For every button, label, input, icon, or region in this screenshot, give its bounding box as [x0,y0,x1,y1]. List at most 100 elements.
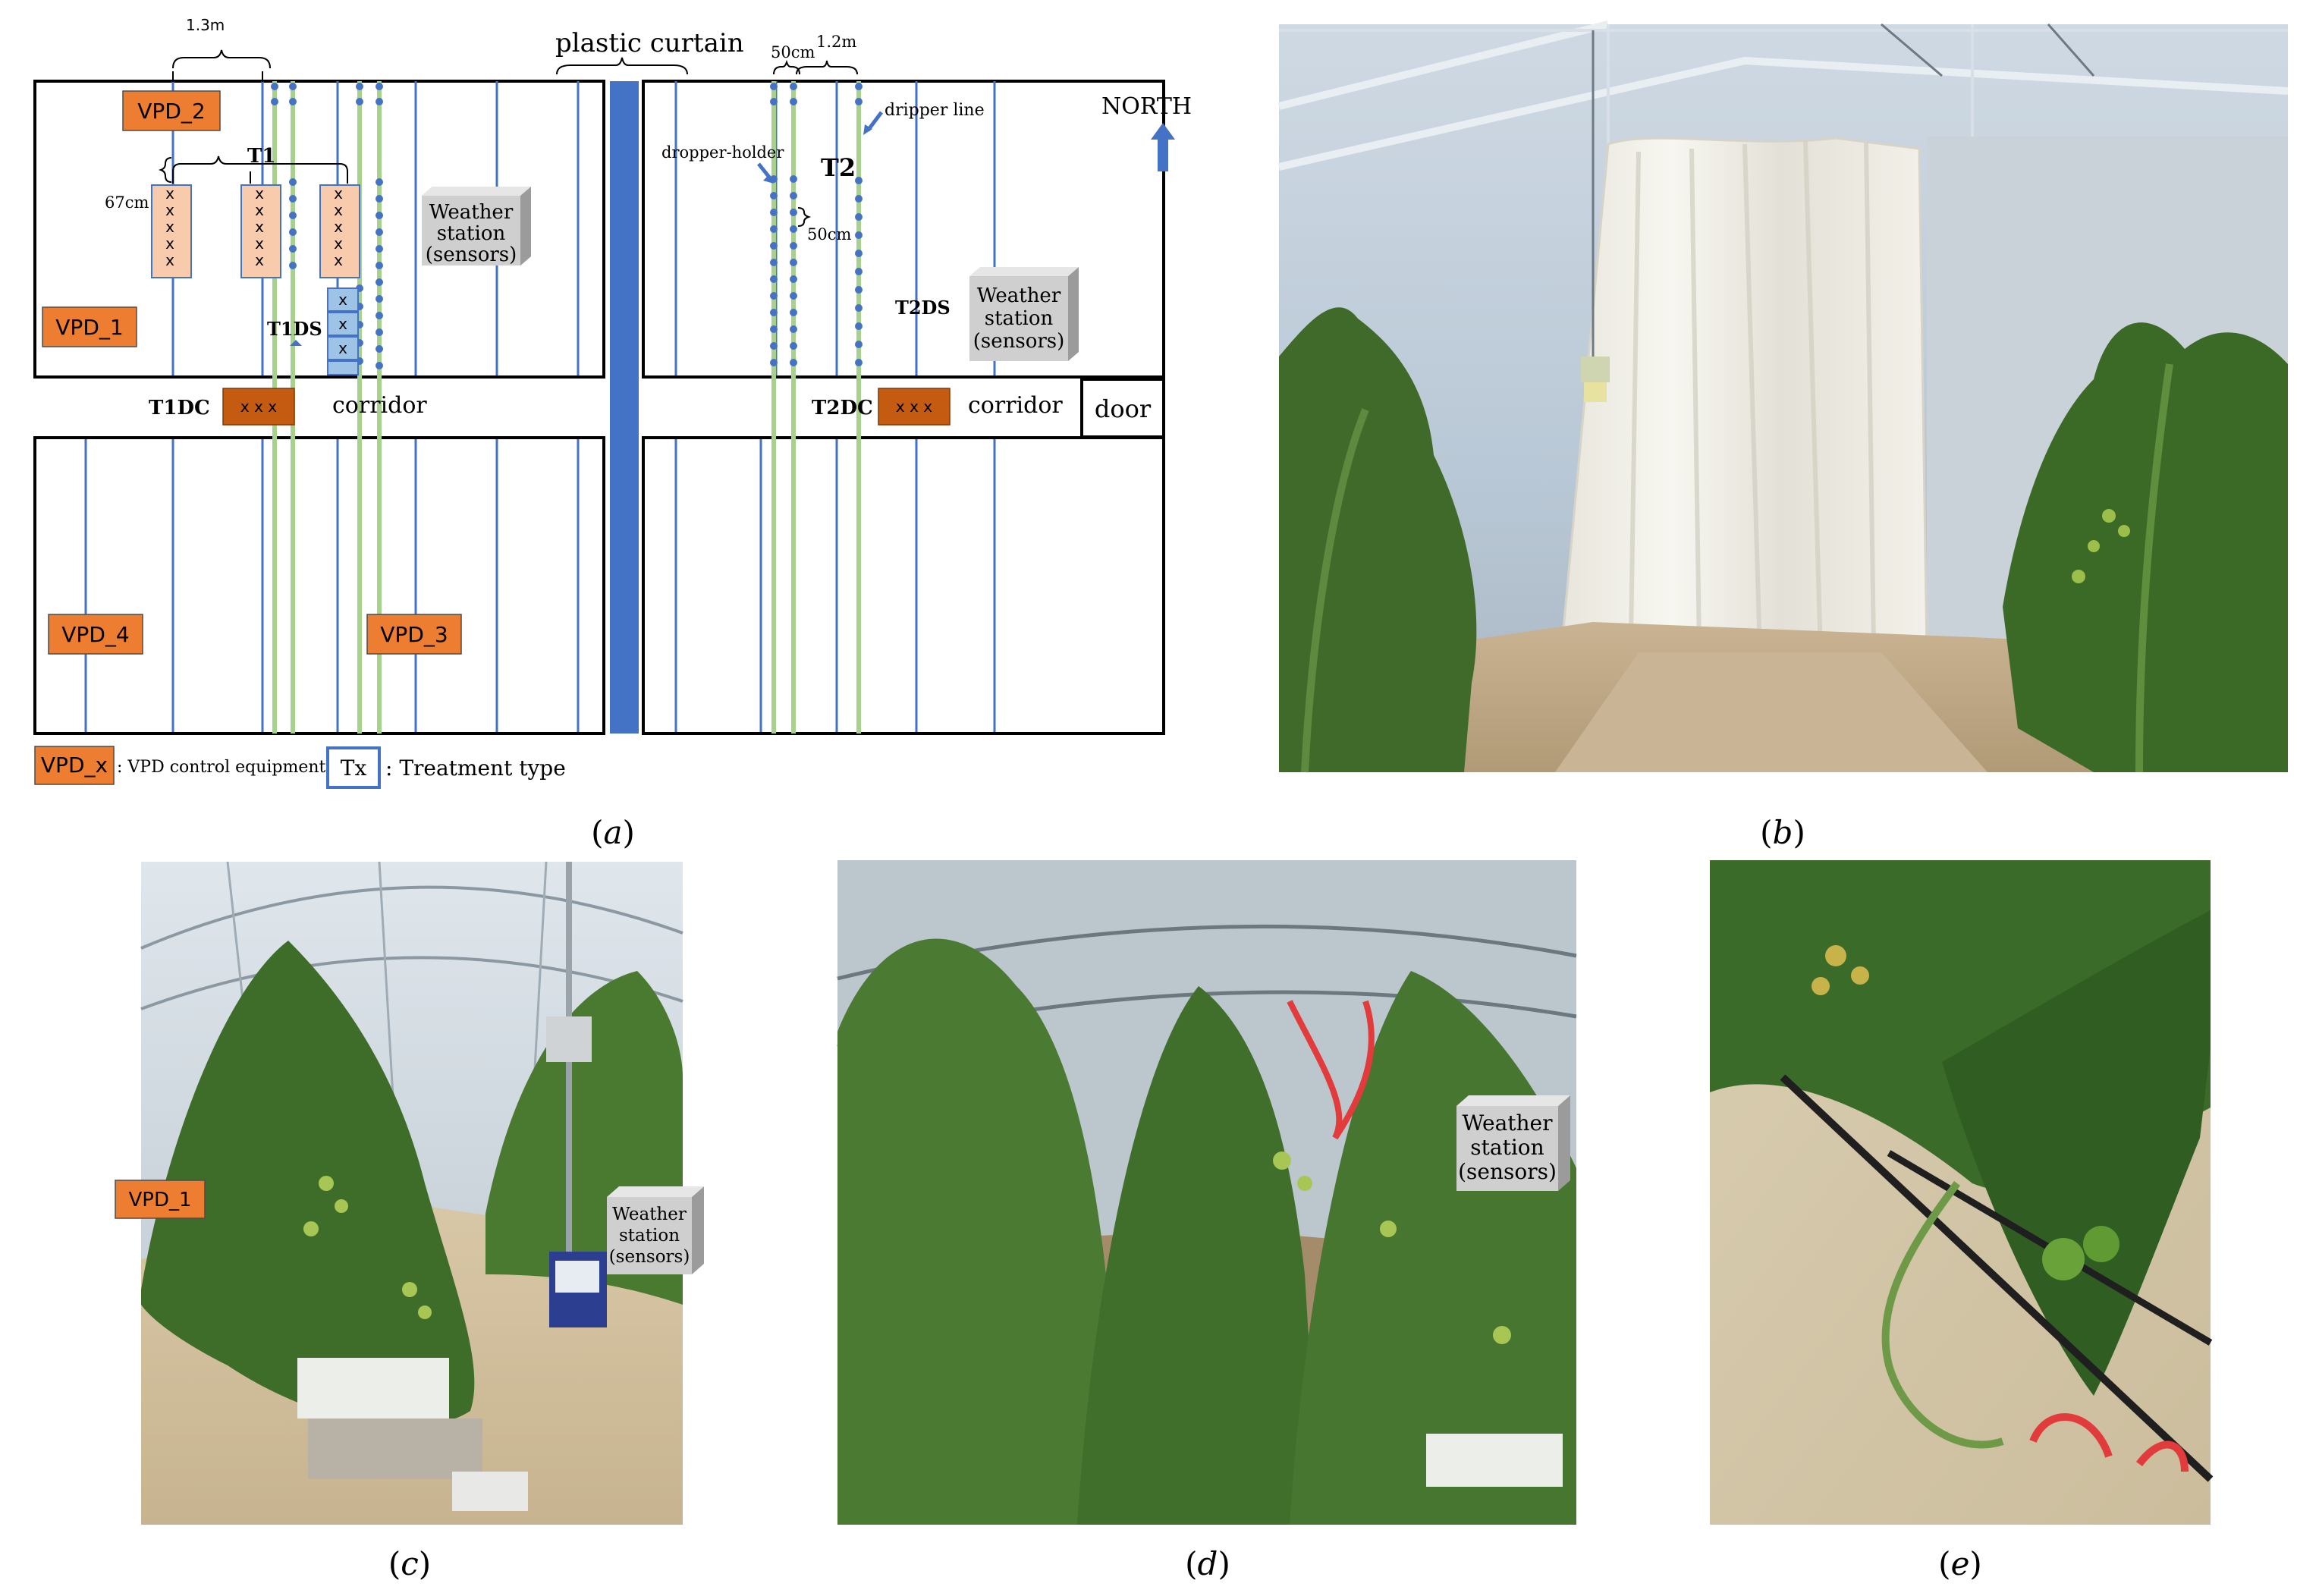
dimension-brackets [158,49,858,227]
svg-text:(sensors): (sensors) [973,330,1065,353]
vpd-3-box: VPD_3 [366,614,462,655]
svg-text:station: station [1470,1135,1544,1160]
photo-c-weather-station-label: Weather station (sensors) [607,1186,704,1274]
svg-text:Weather: Weather [612,1205,687,1224]
svg-text:x: x [334,234,343,253]
diagram-panel-a: 1.3m 50cm 1.2m plastic curtain NORTH VPD… [33,16,1192,789]
t2-label: T2 [821,153,856,182]
svg-text:x: x [255,251,264,269]
svg-text:x: x [165,251,174,269]
legend: VPD_x : VPD control equipment Tx : Treat… [34,746,566,789]
dropper-holder-dots [271,83,863,369]
svg-text:VPD_4: VPD_4 [61,622,129,647]
t1ds-x-marks: x x x [338,291,347,357]
legend-vpd-swatch [34,746,115,785]
svg-text:(sensors): (sensors) [426,243,517,266]
plastic-curtain-label: plastic curtain [555,28,744,58]
svg-text:VPD_x: VPD_x [41,752,108,778]
vpd-2-box: VPD_2 [122,90,221,131]
legend-vpd-text: : VPD control equipment [117,758,326,777]
photo-c-vpd-label: VPD_1 [115,1180,206,1219]
north-label: NORTH [1101,93,1192,120]
svg-text:(sensors): (sensors) [609,1247,690,1267]
svg-text:station: station [619,1226,680,1246]
svg-text:VPD_3: VPD_3 [380,622,448,647]
dim-50cm-top: 50cm [771,43,815,61]
dim-1-3m: 1.3m [186,16,225,34]
svg-text:x: x [334,251,343,269]
photo-panel-e [1710,860,2214,1525]
vpd-1-box: VPD_1 [42,306,137,347]
t1ds-boxes [327,287,359,375]
dropper-holder-label: dropper-holder [661,143,784,162]
t2dc-box: x x x [878,388,951,426]
svg-text:x: x [255,201,264,219]
t1ds-label: T1DS [267,318,322,340]
svg-text:Weather: Weather [429,201,514,224]
weather-station-left: Weather station (sensors) [422,187,531,266]
svg-text:x x x: x x x [896,397,932,416]
plastic-curtain-bar [610,81,639,734]
svg-text:Weather: Weather [1463,1111,1554,1136]
svg-text:x: x [255,234,264,253]
svg-text:x: x [338,339,347,357]
svg-text:x: x [165,234,174,253]
door-box [1080,378,1165,438]
photo-panel-d: Weather station (sensors) [837,860,1577,1525]
photo-panel-c: VPD_1 Weather station (sensors) [115,861,704,1525]
svg-text:x: x [165,184,174,203]
green-dripper-lines-right [771,81,861,734]
door-label: door [1095,394,1152,423]
t1ds-marker [290,340,302,346]
dripper-line-label: dripper line [885,101,985,120]
caption-c: (c) [388,1545,431,1582]
svg-text:x: x [338,291,347,309]
t1-plant-boxes [151,184,360,278]
svg-text:VPD_1: VPD_1 [55,315,123,340]
svg-text:station: station [985,307,1054,330]
legend-tx-text: : Treatment type [385,756,566,781]
t1-plant-x-marks: xx xx x xx xx x xx xx x [165,184,343,269]
t1-label: T1 [247,145,275,168]
photo-panel-b [1277,20,2289,773]
svg-text:VPD_2: VPD_2 [137,99,205,124]
dim-1-2m: 1.2m [816,33,856,51]
blue-rows-left-bottom [84,439,580,732]
dim-67cm: 67cm [105,193,149,212]
caption-d: (d) [1185,1545,1230,1582]
corridor-right-label: corridor [968,392,1063,419]
weather-station-right: Weather station (sensors) [969,267,1079,361]
room-right-top [642,80,1165,379]
dim-50cm-mid: 50cm [807,225,851,243]
svg-text:x x x: x x x [240,397,277,416]
blue-rows-right-bottom [674,439,996,732]
svg-text:x: x [165,201,174,219]
corridor-left-label: corridor [332,392,427,419]
vpd-4-box: VPD_4 [48,614,143,655]
legend-tx-swatch [326,746,381,789]
t1dc-box: x x x [222,388,295,426]
north-arrow [1151,123,1175,171]
svg-text:VPD_1: VPD_1 [128,1189,191,1211]
svg-text:x: x [165,218,174,236]
room-left-bottom [33,436,605,735]
photo-d-weather-station-label: Weather station (sensors) [1456,1095,1570,1191]
t2dc-label: T2DC [812,397,873,419]
svg-text:x: x [334,201,343,219]
svg-text:(sensors): (sensors) [1458,1159,1557,1184]
caption-e: (e) [1938,1545,1982,1582]
svg-text:x: x [334,184,343,203]
caption-b: (b) [1760,814,1805,851]
svg-text:station: station [437,222,506,245]
caption-a: (a) [591,814,635,851]
room-right-bottom [642,436,1165,735]
captions: (a) (b) (c) (d) (e) [388,814,1982,1582]
svg-text:x: x [338,315,347,333]
dripper-line-arrow [866,111,883,132]
svg-text:Weather: Weather [977,284,1061,307]
svg-text:x: x [255,184,264,203]
svg-text:Tx: Tx [341,756,367,781]
t1dc-label: T1DC [149,397,210,419]
t2ds-label: T2DS [895,297,951,319]
svg-text:x: x [334,218,343,236]
